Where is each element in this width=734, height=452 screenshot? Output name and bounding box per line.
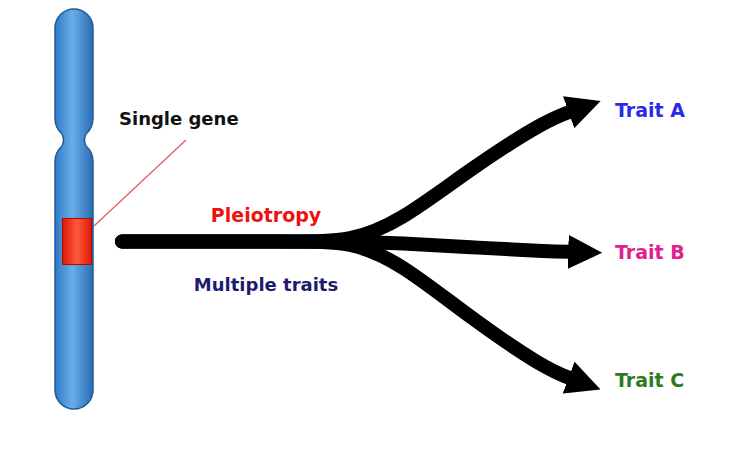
gene-label: Single gene — [119, 108, 239, 130]
trait-node: Trait A — [612, 97, 688, 124]
process-label: Pleiotropy — [211, 204, 321, 227]
leader-line — [94, 140, 186, 226]
trait-label: Trait A — [615, 99, 685, 122]
trait-label: Trait B — [615, 241, 685, 264]
connector-arrow — [122, 242, 575, 380]
trait-label: Trait C — [615, 369, 684, 392]
chromosome — [55, 9, 93, 409]
trait-node: Trait C — [612, 367, 687, 394]
gene-box: Single gene — [62, 218, 92, 265]
trait-node: Trait B — [612, 239, 688, 266]
connector-arrow — [122, 110, 575, 242]
caption-label: Multiple traits — [194, 274, 338, 296]
